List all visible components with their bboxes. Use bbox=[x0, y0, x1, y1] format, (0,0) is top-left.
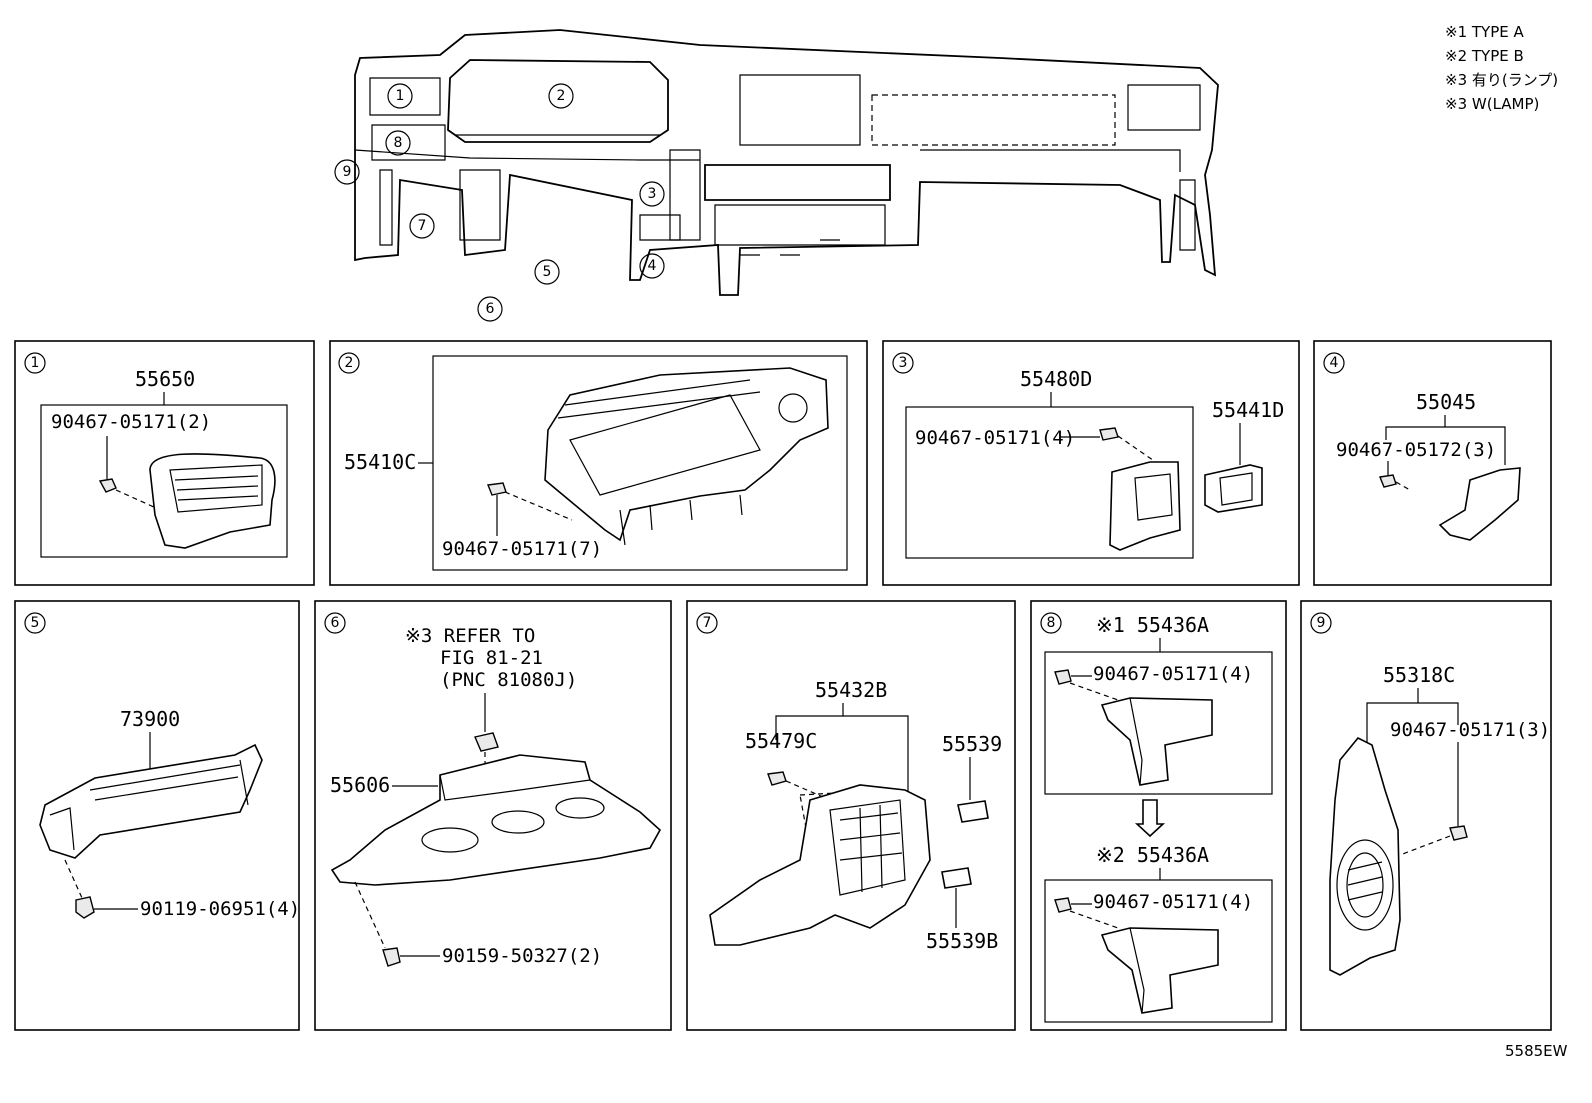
part-number: 55539B bbox=[926, 929, 998, 953]
svg-text:5: 5 bbox=[543, 264, 552, 280]
part-number: 90467-05171(7) bbox=[442, 538, 602, 560]
part-number: 73900 bbox=[120, 707, 180, 731]
panel-4: 4 55045 90467-05172(3) bbox=[1313, 340, 1552, 586]
legend-item: ※3 W(LAMP) bbox=[1445, 95, 1539, 113]
panel-number: 8 bbox=[1047, 615, 1056, 631]
panel-1: 1 55650 90467-05171(2) bbox=[14, 340, 315, 586]
part-number: 90467-05171(4) bbox=[1093, 663, 1253, 685]
panel-5: 5 73900 90119-06951(4) bbox=[14, 600, 300, 1031]
svg-text:6: 6 bbox=[486, 301, 495, 317]
part-number: 55045 bbox=[1416, 390, 1476, 414]
note-text: (PNC 81080J) bbox=[440, 669, 577, 691]
part-number: ※1 55436A bbox=[1096, 613, 1209, 637]
callout-6: 6 bbox=[477, 296, 503, 322]
svg-text:9: 9 bbox=[343, 164, 352, 180]
part-number: 55650 bbox=[135, 367, 195, 391]
panel-7: 7 55432B 55479C 55539 55539B bbox=[686, 600, 1016, 1031]
callout-4: 4 bbox=[639, 253, 665, 279]
part-number: ※2 55436A bbox=[1096, 843, 1209, 867]
panel-8: 8 ※1 55436A 90467-05171(4) ※2 55436A 904… bbox=[1030, 600, 1287, 1031]
svg-text:3: 3 bbox=[648, 186, 657, 202]
callout-7: 7 bbox=[409, 213, 435, 239]
svg-text:8: 8 bbox=[394, 135, 403, 151]
part-number: 90119-06951(4) bbox=[140, 898, 300, 920]
part-number: 55410C bbox=[344, 450, 416, 474]
figure-code: 5585EW bbox=[1505, 1042, 1568, 1060]
panel-6: 6 ※3 REFER TO FIG 81-21 (PNC 81080J) 556… bbox=[314, 600, 672, 1031]
panel-number: 5 bbox=[31, 615, 40, 631]
part-number: 90467-05172(3) bbox=[1336, 439, 1496, 461]
svg-text:4: 4 bbox=[648, 258, 657, 274]
panel-number: 7 bbox=[703, 615, 712, 631]
part-number: 90467-05171(3) bbox=[1390, 719, 1550, 741]
part-number: 55606 bbox=[330, 773, 390, 797]
callout-8: 8 bbox=[385, 130, 411, 156]
part-number: 55480D bbox=[1020, 367, 1092, 391]
part-number: 90467-05171(2) bbox=[51, 411, 211, 433]
dashboard-overview bbox=[354, 29, 1219, 296]
part-number: 55318C bbox=[1383, 663, 1455, 687]
panel-9: 9 55318C 90467-05171(3) bbox=[1300, 600, 1552, 1031]
part-number: 55479C bbox=[745, 729, 817, 753]
callout-9: 9 bbox=[334, 159, 360, 185]
svg-text:2: 2 bbox=[557, 88, 566, 104]
panel-number: 1 bbox=[31, 355, 40, 371]
panel-number: 2 bbox=[345, 355, 354, 371]
legend-item: ※3 有り(ランプ) bbox=[1445, 71, 1558, 89]
legend-item: ※2 TYPE B bbox=[1445, 47, 1524, 65]
panel-3: 3 55480D 90467-05171(4) 55441D bbox=[882, 340, 1300, 586]
panel-2: 2 55410C 90467-05171(7) bbox=[329, 340, 868, 586]
callout-1: 1 bbox=[387, 83, 413, 109]
legend-item: ※1 TYPE A bbox=[1445, 23, 1524, 41]
svg-text:7: 7 bbox=[418, 218, 427, 234]
part-number: 55539 bbox=[942, 732, 1002, 756]
part-number: 90467-05171(4) bbox=[915, 427, 1075, 449]
panel-number: 6 bbox=[331, 615, 340, 631]
svg-text:1: 1 bbox=[396, 88, 405, 104]
note-text: FIG 81-21 bbox=[440, 647, 543, 669]
note-text: ※3 REFER TO bbox=[405, 625, 535, 647]
legend: ※1 TYPE A ※2 TYPE B ※3 有り(ランプ) ※3 W(LAMP… bbox=[1445, 23, 1558, 113]
part-number: 90159-50327(2) bbox=[442, 945, 602, 967]
callout-2: 2 bbox=[548, 83, 574, 109]
panel-number: 4 bbox=[1330, 355, 1339, 371]
part-number: 55432B bbox=[815, 678, 887, 702]
panel-number: 3 bbox=[899, 355, 908, 371]
part-number: 90467-05171(4) bbox=[1093, 891, 1253, 913]
callout-5: 5 bbox=[534, 259, 560, 285]
callout-3: 3 bbox=[639, 181, 665, 207]
part-number: 55441D bbox=[1212, 398, 1284, 422]
overview-callouts: 1 2 8 9 7 3 4 5 6 bbox=[334, 83, 665, 322]
panel-number: 9 bbox=[1317, 615, 1326, 631]
